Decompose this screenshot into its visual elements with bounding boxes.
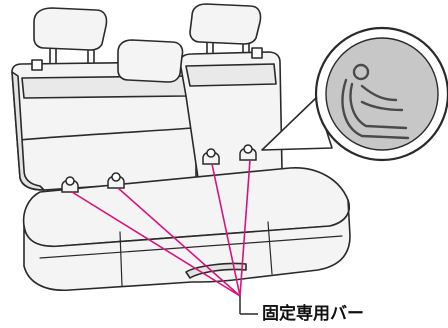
inset-anchor-plate <box>325 37 439 151</box>
anchor-bar-3 <box>202 148 220 165</box>
anchor-bars <box>61 144 257 193</box>
child-seat-anchor-icon <box>341 63 410 140</box>
leader-lines <box>71 159 251 297</box>
anchor-bar-label: 固定専用バー <box>262 304 364 324</box>
seat-cushion-front <box>23 199 351 291</box>
anchor-bar-1 <box>61 176 79 193</box>
headrest-center <box>117 39 184 83</box>
anchor-bar-4 <box>239 144 257 161</box>
anchor-bar-2 <box>107 172 125 189</box>
headrest-left <box>33 7 108 51</box>
seat-front-pull-tab <box>185 262 247 279</box>
headrest-right <box>189 3 262 45</box>
